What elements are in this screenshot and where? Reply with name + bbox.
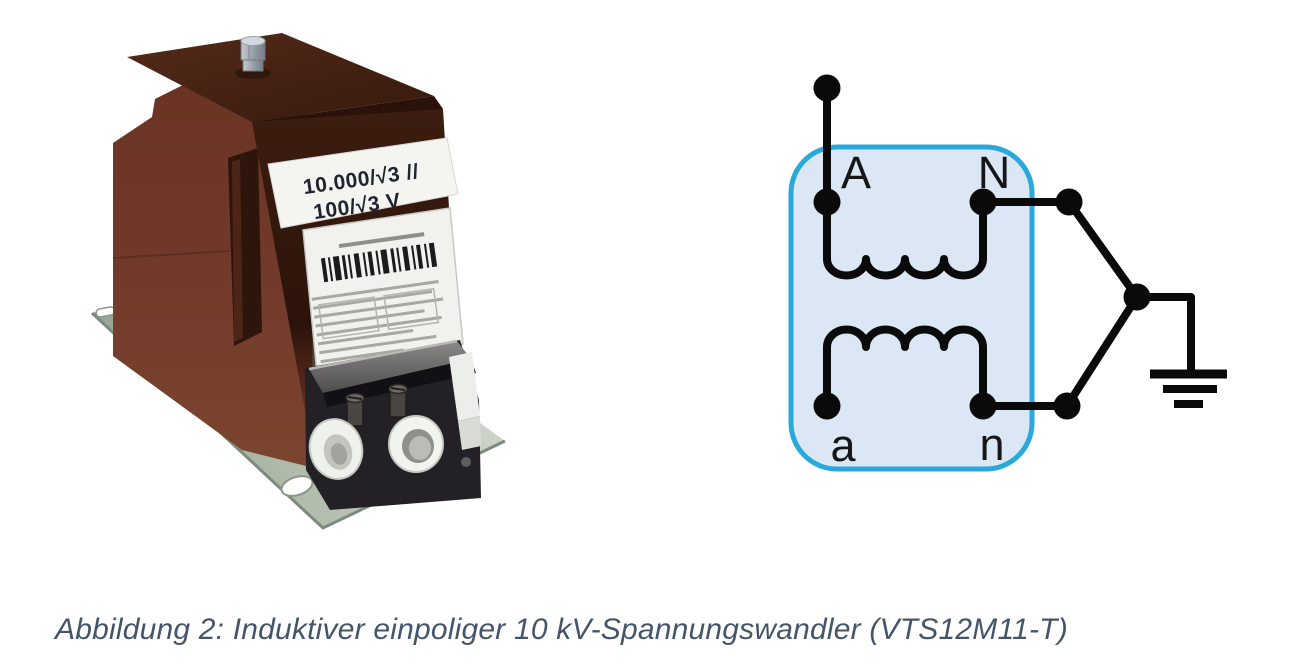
cable-gland-left — [308, 418, 364, 480]
terminal-label-N: N — [978, 147, 1011, 198]
nameplate-title-line — [338, 232, 425, 249]
terminal-screw-right — [388, 383, 408, 418]
transformer-circuit-diagram: A N a n — [760, 50, 1280, 490]
nameplate-text-lines — [311, 280, 444, 364]
terminal-dot-a — [813, 392, 841, 420]
ground-icon — [1150, 369, 1227, 408]
terminal-screw-left — [345, 392, 365, 427]
body-recess-highlight — [232, 159, 243, 342]
terminal-dot-N — [969, 188, 997, 216]
rating-label: 10.000/√3 // 100/√3 V — [267, 137, 459, 229]
terminal-dot-n — [969, 392, 997, 420]
barcode-icon — [320, 242, 438, 283]
nameplate — [302, 207, 464, 375]
terminal-dot-A — [813, 188, 841, 216]
terminal-label-a: a — [830, 420, 856, 471]
hv-terminal-bolt — [235, 36, 271, 79]
terminal-label-A: A — [841, 147, 871, 198]
body-mold-line — [112, 250, 231, 259]
mounting-hole — [280, 475, 314, 497]
cable-gland-right — [388, 415, 444, 473]
wire-node-to-ground — [1137, 293, 1195, 370]
terminal-box-lid — [309, 341, 471, 393]
terminal-box-frame-right-lower — [458, 416, 481, 450]
circuit-box — [788, 144, 1035, 472]
secondary-winding — [823, 325, 987, 406]
node-dot-upper — [1055, 188, 1083, 216]
hv-line-node — [813, 74, 841, 102]
circuit-diagram-illustration: A N a n — [788, 74, 1227, 472]
transformer-photo-illustration: 10.000/√3 // 100/√3 V — [90, 33, 506, 530]
transformer-body-top-face — [127, 33, 434, 122]
junction-node — [1123, 283, 1151, 311]
transformer-photo: 10.000/√3 // 100/√3 V — [60, 15, 580, 560]
figure-caption: Abbildung 2: Induktiver einpoliger 10 kV… — [55, 613, 1068, 646]
terminal-box — [305, 339, 481, 510]
primary-winding — [823, 202, 987, 280]
terminal-box-screw-dot — [461, 457, 471, 467]
terminal-box-frame-right — [449, 352, 480, 421]
terminal-label-n: n — [979, 419, 1004, 470]
node-dot-lower — [1053, 392, 1081, 420]
